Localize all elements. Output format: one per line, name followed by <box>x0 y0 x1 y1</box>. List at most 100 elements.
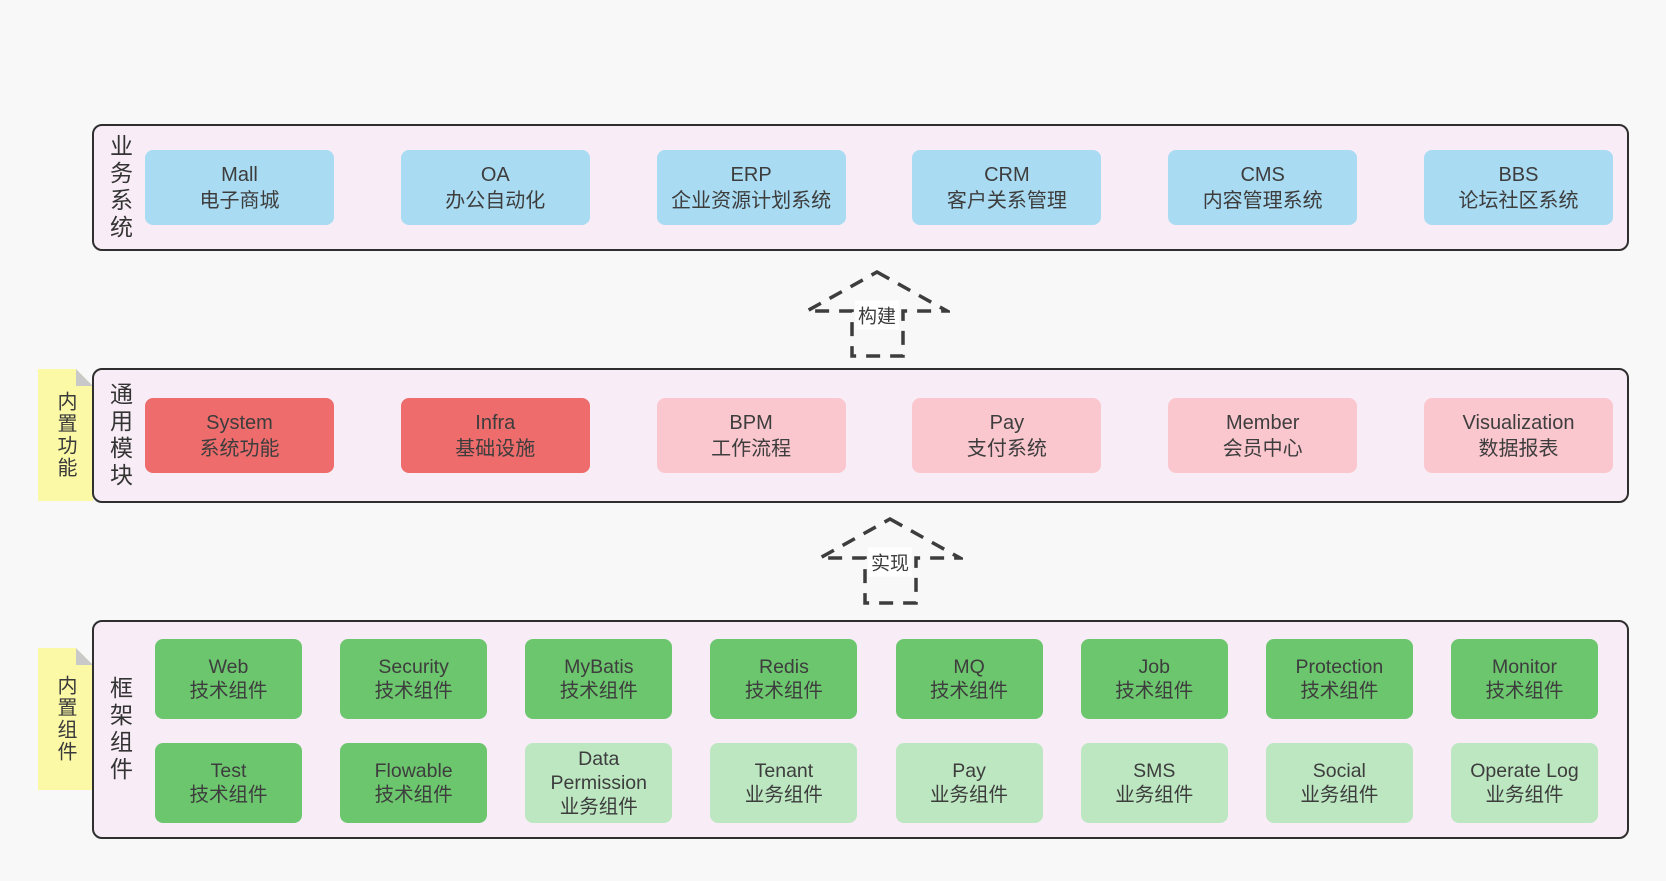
box-subtitle: 技术组件 <box>1115 679 1194 702</box>
note-built-in-functions: 内置功能 <box>38 369 93 501</box>
box-title: Mall <box>221 163 258 186</box>
note-built-in-components: 内置组件 <box>38 648 93 790</box>
box-title: Social <box>1312 759 1366 782</box>
box-oa: OA 办公自动化 <box>400 150 590 225</box>
box-cms: CMS 内容管理系统 <box>1168 150 1358 225</box>
box-subtitle: 企业资源计划系统 <box>671 189 832 212</box>
box-subtitle: 电子商城 <box>199 189 280 212</box>
box-title: System <box>206 411 273 434</box>
up-arrow-implement-icon: 实现 <box>817 516 963 606</box>
box-pay: Pay 支付系统 <box>912 398 1102 473</box>
box-infra: Infra 基础设施 <box>400 398 590 473</box>
box-subtitle: 技术组件 <box>744 679 823 702</box>
box-title: Flowable <box>374 759 453 782</box>
box-subtitle: 技术组件 <box>1485 679 1564 702</box>
framework-row-tech: Web 技术组件 Security 技术组件 MyBatis 技术组件 Redi… <box>155 638 1598 719</box>
box-title: Protection <box>1295 655 1384 678</box>
box-subtitle: 技术组件 <box>930 679 1009 702</box>
box-job: Job 技术组件 <box>1080 638 1228 719</box>
band-business-systems-content: Mall 电子商城 OA 办公自动化 ERP 企业资源计划系统 CRM 客户关系… <box>145 126 1627 249</box>
box-subtitle: 业务组件 <box>744 783 823 806</box>
box-crm: CRM 客户关系管理 <box>912 150 1102 225</box>
band-common-modules-label: 通用模块 <box>106 381 133 490</box>
band-framework-components: 框架组件 Web 技术组件 Security 技术组件 MyBatis 技术组件… <box>92 620 1629 839</box>
box-title: Test <box>210 759 247 782</box>
box-member: Member 会员中心 <box>1168 398 1358 473</box>
box-title: CRM <box>984 163 1030 186</box>
arrow-implement-label: 实现 <box>867 547 913 577</box>
band-framework-components-label: 框架组件 <box>106 675 133 784</box>
box-title: Visualization <box>1462 411 1575 434</box>
box-mybatis: MyBatis 技术组件 <box>525 638 673 719</box>
box-operate-log: Operate Log 业务组件 <box>1450 742 1598 823</box>
box-title: Member <box>1226 411 1300 434</box>
band-framework-components-content: Web 技术组件 Security 技术组件 MyBatis 技术组件 Redi… <box>145 622 1627 837</box>
box-subtitle: 办公自动化 <box>445 189 546 212</box>
box-flowable: Flowable 技术组件 <box>340 742 488 823</box>
framework-row-biz: Test 技术组件 Flowable 技术组件 Data Permission … <box>155 742 1598 823</box>
box-title: Pay <box>952 759 986 782</box>
box-title: SMS <box>1133 759 1176 782</box>
box-title: MQ <box>953 655 985 678</box>
box-title: Operate Log <box>1470 759 1579 782</box>
box-title: Tenant <box>754 759 814 782</box>
box-subtitle: 技术组件 <box>374 783 453 806</box>
box-title: OA <box>480 163 510 186</box>
box-subtitle: 业务组件 <box>559 795 638 818</box>
up-arrow-build-icon: 构建 <box>804 269 950 359</box>
box-subtitle: 业务组件 <box>930 783 1009 806</box>
box-title: Data Permission <box>550 747 647 794</box>
box-title: MyBatis <box>564 655 634 678</box>
note-text: 内置组件 <box>54 675 76 763</box>
box-title: Infra <box>475 411 516 434</box>
box-subtitle: 支付系统 <box>966 437 1047 460</box>
box-security: Security 技术组件 <box>340 638 488 719</box>
box-system: System 系统功能 <box>145 398 334 473</box>
box-subtitle: 论坛社区系统 <box>1458 189 1579 212</box>
box-subtitle: 业务组件 <box>1485 783 1564 806</box>
box-bbs: BBS 论坛社区系统 <box>1423 150 1613 225</box>
box-erp: ERP 企业资源计划系统 <box>656 150 846 225</box>
box-protection: Protection 技术组件 <box>1265 638 1413 719</box>
box-monitor: Monitor 技术组件 <box>1450 638 1598 719</box>
box-sms: SMS 业务组件 <box>1080 742 1228 823</box>
box-bpm: BPM 工作流程 <box>656 398 846 473</box>
note-text: 内置功能 <box>54 391 76 479</box>
box-title: BPM <box>729 411 773 434</box>
box-title: BBS <box>1498 163 1539 186</box>
box-title: Job <box>1138 655 1170 678</box>
band-common-modules-content: System 系统功能 Infra 基础设施 BPM 工作流程 Pay 支付系统… <box>145 370 1627 501</box>
box-subtitle: 数据报表 <box>1478 437 1559 460</box>
box-test: Test 技术组件 <box>155 742 302 823</box>
box-visualization: Visualization 数据报表 <box>1423 398 1613 473</box>
box-title: Pay <box>989 411 1025 434</box>
box-subtitle: 技术组件 <box>559 679 638 702</box>
box-subtitle: 客户关系管理 <box>946 189 1067 212</box>
box-title: ERP <box>730 163 772 186</box>
box-social: Social 业务组件 <box>1265 742 1413 823</box>
box-redis: Redis 技术组件 <box>710 638 858 719</box>
box-subtitle: 工作流程 <box>711 437 792 460</box>
box-mall: Mall 电子商城 <box>145 150 334 225</box>
box-pay-component: Pay 业务组件 <box>895 742 1043 823</box>
box-subtitle: 技术组件 <box>374 679 453 702</box>
box-subtitle: 业务组件 <box>1115 783 1194 806</box>
dashed-up-arrow-icon <box>817 516 963 605</box>
arrow-build-label: 构建 <box>854 300 900 330</box>
box-subtitle: 技术组件 <box>1300 679 1379 702</box>
box-subtitle: 内容管理系统 <box>1202 189 1323 212</box>
box-subtitle: 业务组件 <box>1300 783 1379 806</box>
box-mq: MQ 技术组件 <box>895 638 1043 719</box>
dashed-up-arrow-icon <box>804 269 950 358</box>
band-business-systems: 业务系统 Mall 电子商城 OA 办公自动化 ERP 企业资源计划系统 CRM… <box>92 124 1629 251</box>
note-fold-corner <box>76 369 93 386</box>
band-common-modules: 通用模块 System 系统功能 Infra 基础设施 BPM 工作流程 Pay… <box>92 368 1629 503</box>
box-subtitle: 会员中心 <box>1222 437 1303 460</box>
band-business-systems-label: 业务系统 <box>106 133 133 242</box>
box-title: Security <box>378 655 449 678</box>
box-tenant: Tenant 业务组件 <box>710 742 858 823</box>
note-fold-corner <box>76 648 93 665</box>
box-web: Web 技术组件 <box>155 638 302 719</box>
box-title: Web <box>208 655 249 678</box>
